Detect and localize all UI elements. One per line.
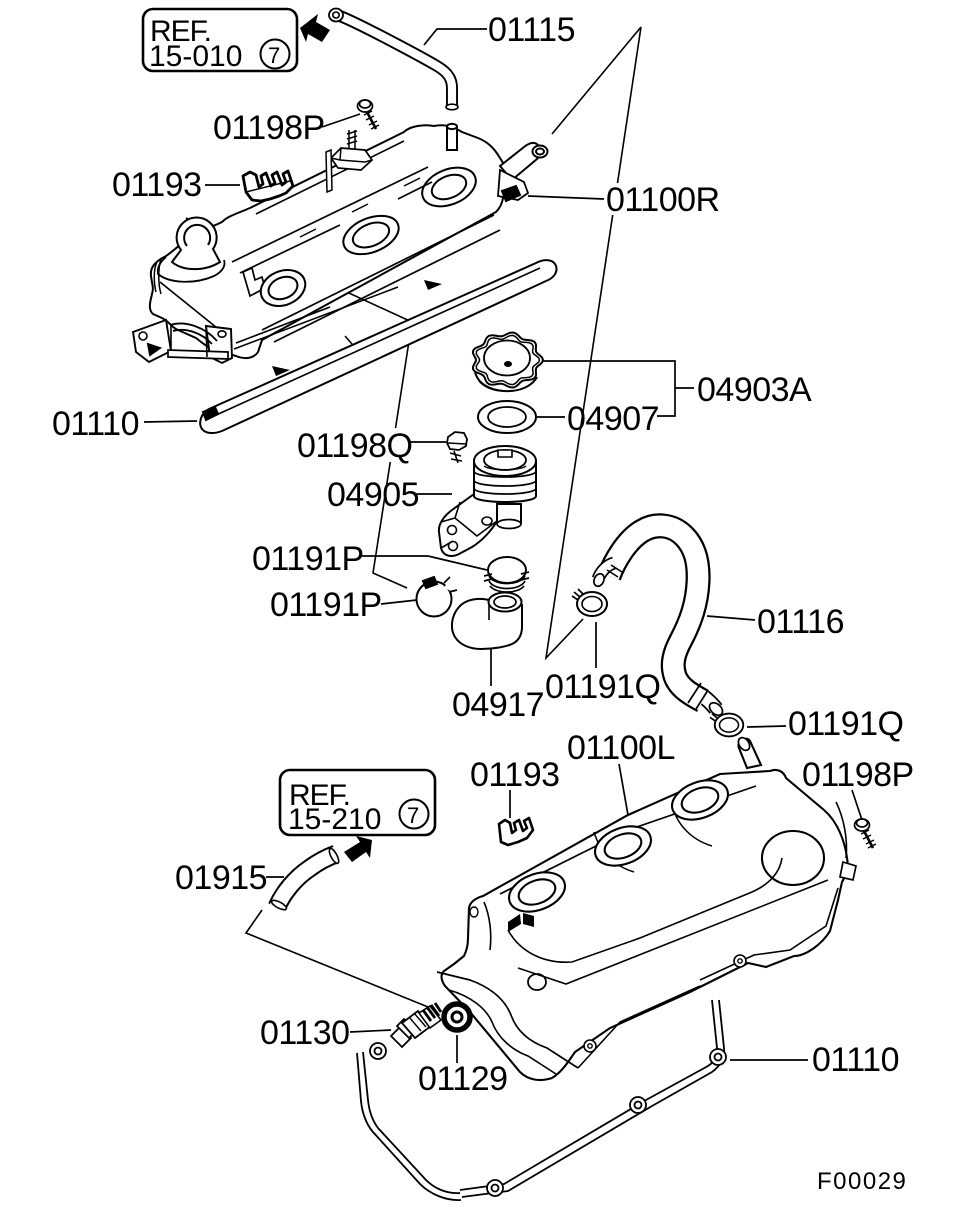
svg-text:REF.: REF. xyxy=(289,779,350,812)
svg-text:7: 7 xyxy=(268,43,280,68)
svg-text:01115: 01115 xyxy=(488,11,575,49)
svg-text:15-010: 15-010 xyxy=(149,40,242,73)
svg-text:04903A: 04903A xyxy=(697,371,812,409)
svg-text:01191Q: 01191Q xyxy=(788,705,903,743)
svg-text:01198P: 01198P xyxy=(213,109,325,147)
svg-text:01130: 01130 xyxy=(260,1014,350,1052)
svg-text:01193: 01193 xyxy=(470,756,560,794)
svg-text:04907: 04907 xyxy=(567,400,659,438)
svg-text:01100R: 01100R xyxy=(606,181,720,219)
svg-text:01915: 01915 xyxy=(175,859,267,897)
svg-text:7: 7 xyxy=(407,803,419,828)
svg-text:15-210: 15-210 xyxy=(288,803,381,836)
svg-text:01129: 01129 xyxy=(418,1060,508,1098)
svg-text:01116: 01116 xyxy=(757,603,844,641)
svg-text:01198Q: 01198Q xyxy=(297,427,412,465)
svg-text:F00029: F00029 xyxy=(817,1168,907,1195)
svg-text:01198P: 01198P xyxy=(802,756,914,794)
svg-text:REF.: REF. xyxy=(150,15,211,48)
svg-text:01191P: 01191P xyxy=(252,540,364,578)
svg-text:01110: 01110 xyxy=(812,1041,899,1079)
svg-text:01191P: 01191P xyxy=(270,586,382,624)
svg-text:04917: 04917 xyxy=(452,686,544,724)
svg-text:01110: 01110 xyxy=(52,405,139,443)
svg-text:01193: 01193 xyxy=(112,166,202,204)
svg-text:04905: 04905 xyxy=(327,476,419,514)
svg-text:01100L: 01100L xyxy=(567,729,675,767)
svg-text:01191Q: 01191Q xyxy=(545,668,660,706)
